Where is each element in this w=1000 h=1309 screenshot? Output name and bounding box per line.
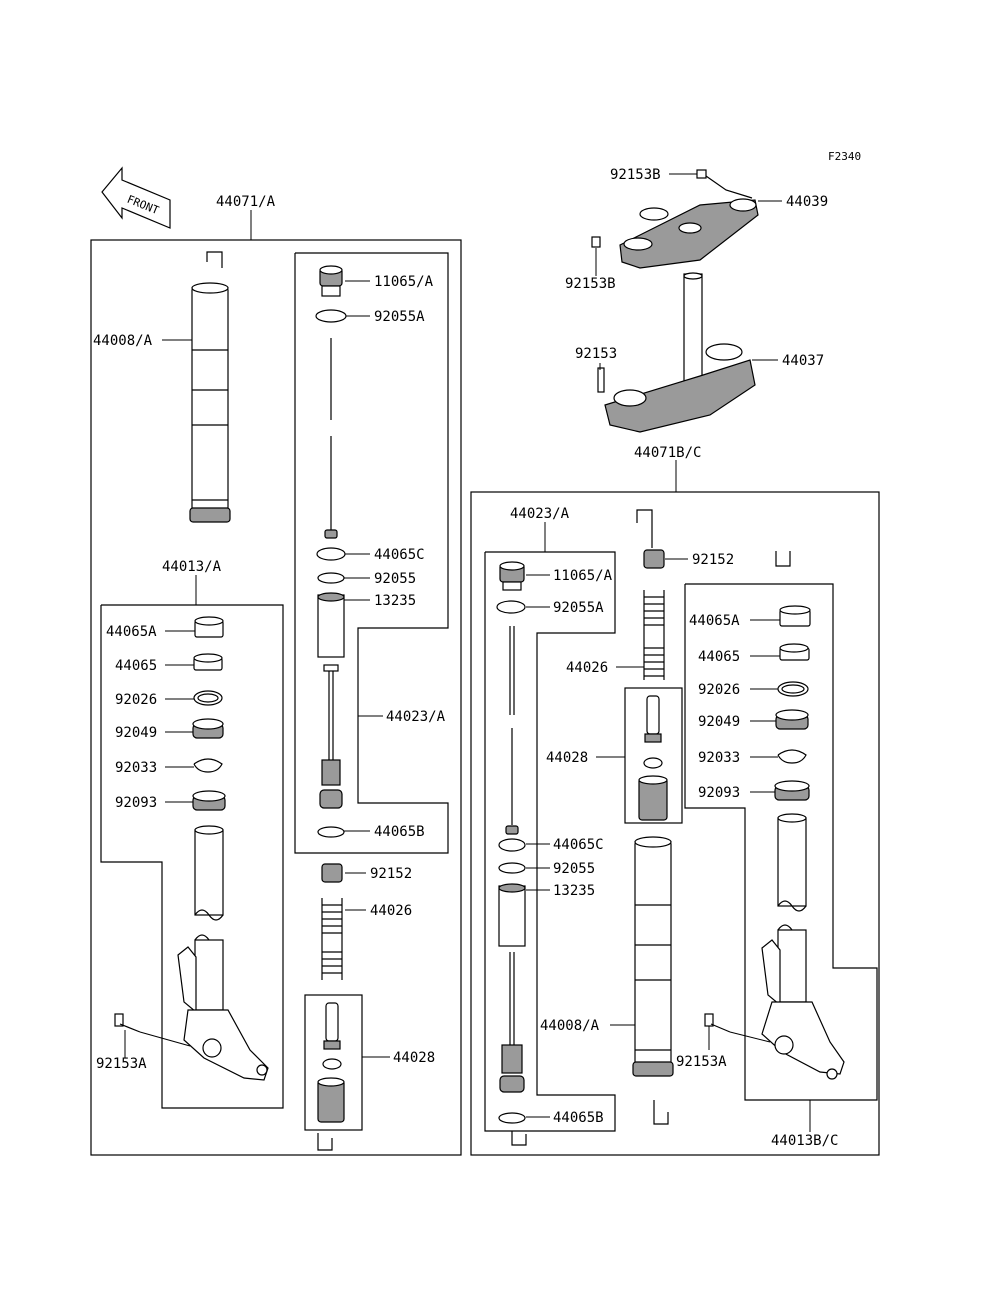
spring-parts-left — [321, 863, 343, 980]
label-92153A-right: 92153A — [676, 1054, 727, 1070]
label-44065C-right: 44065C — [553, 837, 604, 853]
bolt-92153A-right — [704, 1013, 771, 1043]
cartridge-parts-right — [638, 695, 668, 821]
label-44023A-left: 44023/A — [386, 709, 446, 725]
label-44013A: 44013/A — [162, 559, 222, 575]
cartridge-parts-left — [317, 1002, 345, 1123]
cartridge-box-right — [624, 687, 683, 824]
label-92153: 92153 — [575, 346, 617, 362]
label-92093-left: 92093 — [115, 795, 157, 811]
label-92153B-top: 92153B — [610, 167, 661, 183]
label-92093-right: 92093 — [698, 785, 740, 801]
right-fork-assembly: 44071B/C 44023/A 11065/A — [470, 445, 880, 1156]
label-44065C-left: 44065C — [374, 547, 425, 563]
figure-code: F2340 — [828, 150, 861, 163]
seal-stack-left — [192, 616, 226, 811]
inner-tube-right — [761, 813, 845, 1080]
label-92055A-left: 92055A — [374, 309, 425, 325]
damper-box-left — [294, 252, 449, 854]
label-92049-right: 92049 — [698, 714, 740, 730]
label-92049-left: 92049 — [115, 725, 157, 741]
label-44026-right: 44026 — [566, 660, 608, 676]
label-92055-right: 92055 — [553, 861, 595, 877]
left-fork-assembly: 44071/A 44008/A 44013/A — [90, 194, 462, 1156]
label-44065B-left: 44065B — [374, 824, 425, 840]
label-44065-left: 44065 — [115, 658, 157, 674]
label-44008A-right: 44008/A — [540, 1018, 600, 1034]
label-92153B-mid: 92153B — [565, 276, 616, 292]
spring-parts-right — [643, 549, 665, 680]
outer-tube-right — [632, 836, 674, 1125]
label-92153A-left: 92153A — [96, 1056, 147, 1072]
label-92055A-right: 92055A — [553, 600, 604, 616]
label-92026-left: 92026 — [115, 692, 157, 708]
label-44039: 44039 — [786, 194, 828, 210]
damper-box-right — [484, 551, 616, 1132]
damper-parts-left — [315, 265, 347, 838]
label-13235-right: 13235 — [553, 883, 595, 899]
front-arrow-icon: FRONT — [101, 166, 171, 229]
triple-clamps — [591, 169, 759, 433]
label-44065B-right: 44065B — [553, 1110, 604, 1126]
cartridge-box-left — [304, 994, 363, 1131]
label-11065A-right: 11065/A — [553, 568, 613, 584]
inner-tube-left — [177, 825, 269, 1081]
label-44065A-right: 44065A — [689, 613, 740, 629]
outer-box-left — [90, 239, 462, 1156]
label-44071A: 44071/A — [216, 194, 276, 210]
label-92033-right: 92033 — [698, 750, 740, 766]
label-44065-right: 44065 — [698, 649, 740, 665]
seal-stack-right — [774, 605, 811, 801]
label-44028-left: 44028 — [393, 1050, 435, 1066]
label-92152-left: 92152 — [370, 866, 412, 882]
label-11065A-left: 11065/A — [374, 274, 434, 290]
label-44071BC: 44071B/C — [634, 445, 701, 461]
lower-box-left — [100, 604, 284, 1109]
label-92026-right: 92026 — [698, 682, 740, 698]
label-44028-right: 44028 — [546, 750, 588, 766]
label-13235-left: 13235 — [374, 593, 416, 609]
outer-tube-left — [189, 251, 231, 523]
label-44013BC: 44013B/C — [771, 1133, 838, 1149]
bolt-92153A-left — [114, 1013, 191, 1047]
label-92033-left: 92033 — [115, 760, 157, 776]
label-92055-left: 92055 — [374, 571, 416, 587]
label-44026-left: 44026 — [370, 903, 412, 919]
damper-parts-right — [496, 561, 527, 1146]
label-44037: 44037 — [782, 353, 824, 369]
lower-box-right — [684, 583, 878, 1101]
label-44065A-left: 44065A — [106, 624, 157, 640]
label-44008A-left: 44008/A — [93, 333, 153, 349]
outer-box-right — [470, 491, 880, 1156]
label-44023A-right: 44023/A — [510, 506, 570, 522]
label-92152-right: 92152 — [692, 552, 734, 568]
